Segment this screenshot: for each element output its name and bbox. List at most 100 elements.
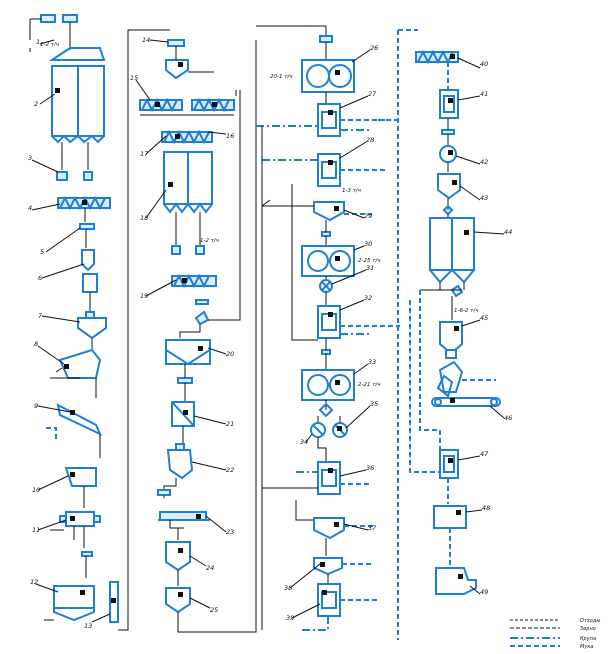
sifter-47 <box>439 449 459 479</box>
label-49: 49 <box>480 588 488 596</box>
elevator-13 <box>109 581 119 623</box>
label-26: 26 <box>370 44 378 52</box>
bin-20 <box>165 339 211 366</box>
screw-40 <box>415 49 459 65</box>
packer-49 <box>435 567 477 595</box>
separator-38 <box>313 557 343 576</box>
label-37: 37 <box>368 524 377 532</box>
label-25: 25 <box>210 606 218 614</box>
stone-separator-9 <box>46 403 103 442</box>
label-7: 7 <box>38 312 43 320</box>
silo-44 <box>429 217 475 284</box>
screw-15 <box>139 97 183 113</box>
label-6: 6 <box>38 274 42 282</box>
sorter-21 <box>171 401 195 427</box>
silo-18 <box>163 151 213 214</box>
label-5: 5 <box>40 248 44 256</box>
screw-16 <box>191 97 235 113</box>
label-3: 3 <box>28 154 32 162</box>
label-1: 1 <box>36 38 40 46</box>
sifter-28 <box>317 153 341 187</box>
cyclone-22 <box>166 443 194 480</box>
intake-conveyor-1 <box>29 14 78 52</box>
label-36: 36 <box>366 464 374 472</box>
separator-37 <box>313 517 345 540</box>
label-23: 23 <box>226 528 234 536</box>
capacity-label-28: 1-3 т/ч <box>342 188 362 194</box>
separator-42 <box>439 145 457 163</box>
label-9: 9 <box>34 402 38 410</box>
scourer-8 <box>50 348 102 379</box>
roller-mill-33 <box>301 369 355 401</box>
label-46: 46 <box>504 414 512 422</box>
valve-34 <box>310 422 326 438</box>
sifter-36 <box>317 461 341 495</box>
label-33: 33 <box>368 358 376 366</box>
capacity-label-18: 1-2 т/ч <box>200 238 220 244</box>
valve-35 <box>332 422 348 438</box>
sifter-32 <box>317 305 341 339</box>
roller-mill-30 <box>301 245 355 277</box>
label-32: 32 <box>364 294 372 302</box>
label-29: 29 <box>364 212 372 220</box>
scale-25 <box>165 587 191 614</box>
valve-19a <box>194 310 210 326</box>
peeler-11 <box>50 511 101 531</box>
bin-24 <box>165 541 191 572</box>
feeder-3 <box>56 171 93 181</box>
label-40: 40 <box>480 60 488 68</box>
label-35: 35 <box>370 400 378 408</box>
separator-7 <box>77 311 107 340</box>
legend-groats: Крупа <box>580 636 596 642</box>
label-11: 11 <box>32 526 40 534</box>
label-42: 42 <box>480 158 488 166</box>
screw-19 <box>171 273 217 289</box>
label-34: 34 <box>300 438 308 446</box>
valve-31 <box>319 279 333 293</box>
label-17: 17 <box>140 150 149 158</box>
label-20: 20 <box>226 350 234 358</box>
label-13: 13 <box>84 622 92 630</box>
label-4: 4 <box>28 204 32 212</box>
label-27: 27 <box>368 90 377 98</box>
label-39: 39 <box>286 614 294 622</box>
label-19: 19 <box>140 292 148 300</box>
label-15: 15 <box>130 74 138 82</box>
label-28: 28 <box>366 136 374 144</box>
screw-17 <box>161 129 213 145</box>
legend-grain: Зерно <box>580 626 596 632</box>
label-16: 16 <box>226 132 234 140</box>
label-41: 41 <box>480 90 488 98</box>
capacity-label-26: 20-1 т/ч <box>270 74 293 80</box>
label-8: 8 <box>34 340 38 348</box>
label-44: 44 <box>504 228 512 236</box>
capacity-label-1: 1-2 т/ч <box>40 42 60 48</box>
label-38: 38 <box>284 584 292 592</box>
label-12: 12 <box>30 578 38 586</box>
packer-45 <box>439 321 463 359</box>
capacity-label-30: 2-25 т/ч <box>358 258 381 264</box>
label-18: 18 <box>140 214 148 222</box>
sifter-41 <box>439 89 459 119</box>
scale-6 <box>81 249 98 293</box>
dryer-14 <box>165 39 189 80</box>
label-47: 47 <box>480 450 489 458</box>
label-2: 2 <box>34 100 38 108</box>
bag-conveyor-46 <box>431 360 501 407</box>
label-45: 45 <box>480 314 488 322</box>
screw-conveyor-4 <box>57 195 111 211</box>
capacity-label-33: 2-21 т/ч <box>358 382 381 388</box>
legend: Отходы Зерно Крупа Мука <box>510 618 600 650</box>
roller-mill-26 <box>301 59 355 93</box>
conveyor-23 <box>158 511 210 529</box>
bin-12 <box>44 585 95 622</box>
magnet-5 <box>79 223 95 230</box>
legend-waste: Отходы <box>580 618 600 624</box>
label-24: 24 <box>206 564 214 572</box>
cyclone-43 <box>437 173 461 200</box>
capacity-label-45: 1-6-2 т/ч <box>454 308 479 314</box>
label-30: 30 <box>364 240 372 248</box>
silo-2 <box>48 47 106 144</box>
